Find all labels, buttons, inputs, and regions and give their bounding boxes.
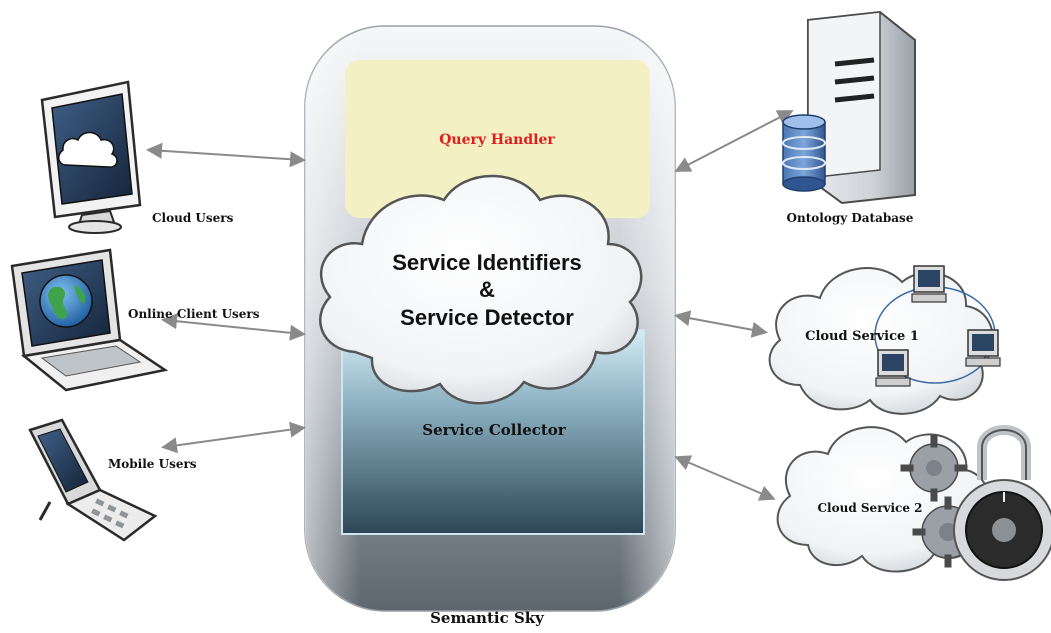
online-client-users-label: Online Client Users <box>128 307 260 321</box>
laptop-globe-icon <box>10 248 169 392</box>
cloud-service-2-label: Cloud Service 2 <box>817 501 922 515</box>
query-handler-panel <box>345 60 650 218</box>
database-icon <box>782 114 826 192</box>
central-cloud-icon <box>319 174 643 405</box>
server-tower-icon <box>807 10 916 205</box>
semantic-sky-label: Semantic Sky <box>430 609 545 627</box>
mobile-users-label: Mobile Users <box>108 457 197 471</box>
gears-padlock-icon <box>900 425 1051 581</box>
cloud-service-1-label: Cloud Service 1 <box>805 329 919 344</box>
query-handler-label: Query Handler <box>439 132 555 148</box>
connector-arrows <box>146 110 794 501</box>
service-identifiers-label: Service Identifiers <box>392 250 582 275</box>
service-detector-label: Service Detector <box>400 305 574 330</box>
ampersand-label: & <box>479 277 495 302</box>
cloud-users-label: Cloud Users <box>152 211 234 225</box>
cloud-service-1-cloud-icon <box>768 267 994 415</box>
service-collector-label: Service Collector <box>422 421 567 439</box>
ontology-database-label: Ontology Database <box>787 211 914 225</box>
networked-computers-icon <box>874 265 1001 387</box>
flip-phone-icon <box>28 418 158 542</box>
desktop-monitor-icon <box>40 80 142 234</box>
